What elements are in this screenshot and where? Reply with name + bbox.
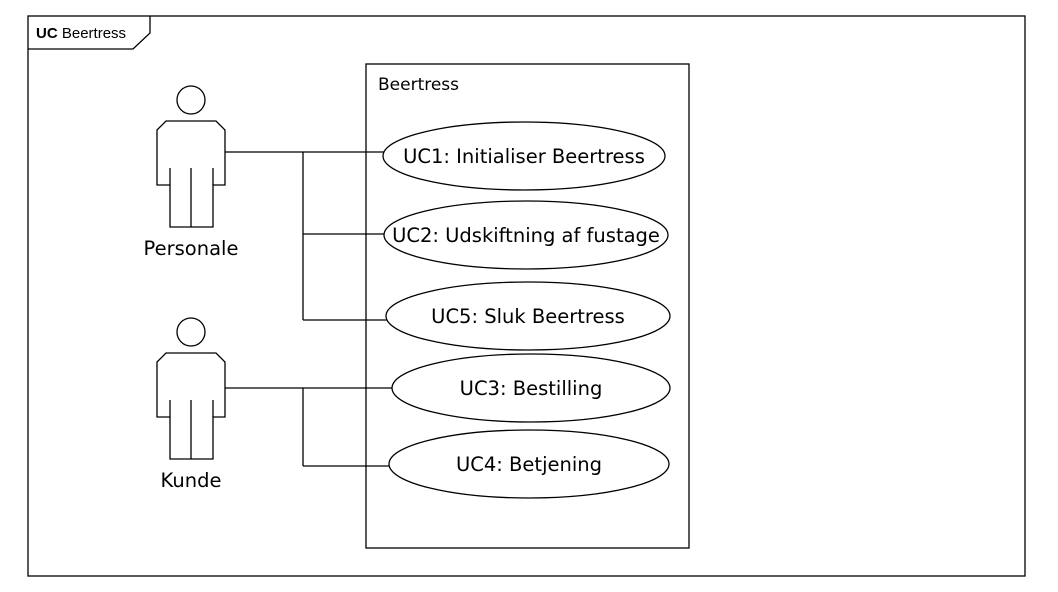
actor-head	[176, 85, 206, 115]
actor-personale[interactable]: Personale	[144, 85, 239, 260]
associations-personale	[225, 151, 390, 321]
use-case-uc5[interactable]: UC5: Sluk Beertress	[385, 281, 671, 351]
use-case-label: UC2: Udskiftning af fustage	[392, 224, 660, 247]
system-name: Beertress	[378, 75, 459, 95]
frame-tab	[28, 16, 151, 50]
actor-label: Kunde	[161, 469, 222, 492]
use-case-ellipse	[391, 353, 671, 423]
use-case-uc1[interactable]: UC1: Initialiser Beertress	[382, 121, 666, 191]
frame-title: UC Beertress	[36, 25, 126, 42]
use-case-uc3[interactable]: UC3: Bestilling	[391, 353, 671, 423]
use-case-ellipse	[382, 121, 666, 191]
associations-kunde	[225, 387, 393, 467]
use-case-uc2[interactable]: UC2: Udskiftning af fustage	[383, 200, 669, 270]
actor-kunde[interactable]: Kunde	[156, 317, 226, 492]
use-case-ellipse	[385, 281, 671, 351]
actor-head	[176, 317, 206, 347]
use-case-label: UC3: Bestilling	[460, 377, 603, 400]
system-boundary	[365, 63, 690, 549]
use-case-label: UC1: Initialiser Beertress	[403, 145, 645, 168]
frame-keyword: UC	[36, 25, 58, 42]
actor-label: Personale	[144, 237, 239, 260]
use-case-label: UC4: Betjening	[456, 453, 602, 476]
frame-name-text: Beertress	[62, 25, 126, 42]
diagram-frame	[27, 15, 1026, 577]
use-case-ellipse	[383, 200, 669, 270]
use-case-ellipse	[388, 429, 670, 499]
use-case-label: UC5: Sluk Beertress	[431, 305, 625, 328]
use-case-uc4[interactable]: UC4: Betjening	[388, 429, 670, 499]
